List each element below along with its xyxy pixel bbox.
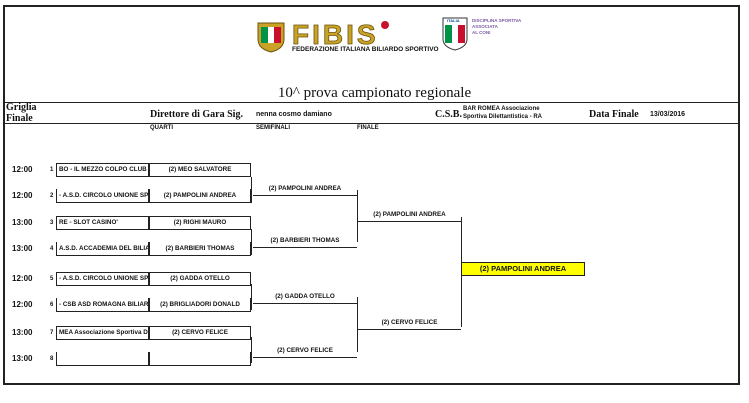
final-date: 13/03/2016: [650, 111, 686, 118]
row-player: (2) BARBIERI THOMAS: [149, 242, 251, 256]
final-date-label: Data Finale: [589, 109, 639, 120]
row-seed-number: 8: [50, 356, 54, 362]
row-seed-number: 5: [50, 276, 54, 282]
row-time: 12:00: [12, 165, 33, 174]
coni-caption-3: AL CONI: [472, 30, 491, 35]
bracket-sheet: [3, 5, 740, 385]
grid-block-top-border: [56, 326, 251, 327]
row-time: 13:00: [12, 218, 33, 227]
row-club: [56, 352, 149, 366]
row-club: - A.S.D. CIRCOLO UNIONE SP: [56, 272, 149, 286]
row-club: A.S.D. ACCADEMIA DEL BILIA: [56, 242, 149, 256]
page-title: 10^ prova campionato regionale: [277, 85, 472, 101]
round-quarti-label: QUARTI: [150, 125, 173, 131]
grid-block-top-border: [56, 163, 251, 164]
coni-badge-text: ITALIA: [447, 18, 460, 23]
row-club: RE - SLOT CASINO': [56, 216, 149, 230]
row-player: (2) PAMPOLINI ANDREA: [149, 189, 251, 203]
csb-name-line2: Sportiva Dilettantistica - RA: [463, 114, 543, 120]
fibis-logo: FIBIS: [290, 19, 420, 50]
row-seed-number: 7: [50, 330, 54, 336]
finale-label: Finale: [6, 113, 33, 124]
semifinal-slot-2: (2) BARBIERI THOMAS: [253, 234, 357, 248]
semifinal-slot-4: (2) CERVO FELICE: [253, 344, 357, 358]
griglia-label: Griglia: [6, 102, 37, 113]
row-player: [149, 352, 251, 366]
row-time: 12:00: [12, 274, 33, 283]
row-time: 13:00: [12, 354, 33, 363]
grid-block-top-border: [56, 272, 251, 273]
coni-caption-2: ASSOCIATA: [472, 24, 498, 29]
row-time: 13:00: [12, 328, 33, 337]
row-club: BO - IL MEZZO COLPO CLUB: [56, 163, 149, 177]
coni-caption-1: DISCIPLINA SPORTIVA: [472, 18, 522, 23]
row-player: (2) GADDA OTELLO: [149, 272, 251, 286]
federation-name: FEDERAZIONE ITALIANA BILIARDO SPORTIVO: [292, 46, 439, 53]
final-slot-2: (2) CERVO FELICE: [358, 316, 461, 330]
csb-label: C.S.B.: [435, 109, 462, 120]
row-time: 13:00: [12, 244, 33, 253]
coni-shield-icon: [442, 17, 468, 51]
director-label: Direttore di Gara Sig.: [150, 109, 243, 120]
row-club: - CSB ASD ROMAGNA BILIAR: [56, 298, 149, 312]
svg-text:FIBIS: FIBIS: [292, 20, 379, 48]
row-seed-number: 2: [50, 193, 54, 199]
semifinal-slot-1: (2) PAMPOLINI ANDREA: [253, 182, 357, 196]
row-time: 12:00: [12, 300, 33, 309]
grid-block-top-border: [56, 216, 251, 217]
row-seed-number: 1: [50, 167, 54, 173]
director-name: nenna cosmo damiano: [256, 111, 332, 118]
row-club: - A.S.D. CIRCOLO UNIONE SP: [56, 189, 149, 203]
row-player: (2) BRIGLIADORI DONALD: [149, 298, 251, 312]
row-player: (2) MEO SALVATORE: [149, 163, 251, 177]
tournament-winner: (2) PAMPOLINI ANDREA: [461, 262, 585, 276]
row-time: 12:00: [12, 191, 33, 200]
title-divider: [5, 102, 738, 103]
semifinal-slot-3: (2) GADDA OTELLO: [253, 290, 357, 304]
row-seed-number: 3: [50, 220, 54, 226]
info-divider: [5, 123, 738, 124]
row-player: (2) RIGHI MAURO: [149, 216, 251, 230]
row-seed-number: 4: [50, 246, 54, 252]
row-seed-number: 6: [50, 302, 54, 308]
final-slot-1: (2) PAMPOLINI ANDREA: [358, 208, 461, 222]
csb-name-line1: BAR ROMEA Associazione: [463, 106, 540, 112]
fibis-emblem-icon: [256, 21, 286, 53]
row-player: (2) CERVO FELICE: [149, 326, 251, 340]
row-club: MEA Associazione Sportiva D: [56, 326, 149, 340]
round-semifinali-label: SEMIFINALI: [256, 125, 290, 131]
round-finale-label: FINALE: [357, 125, 379, 131]
